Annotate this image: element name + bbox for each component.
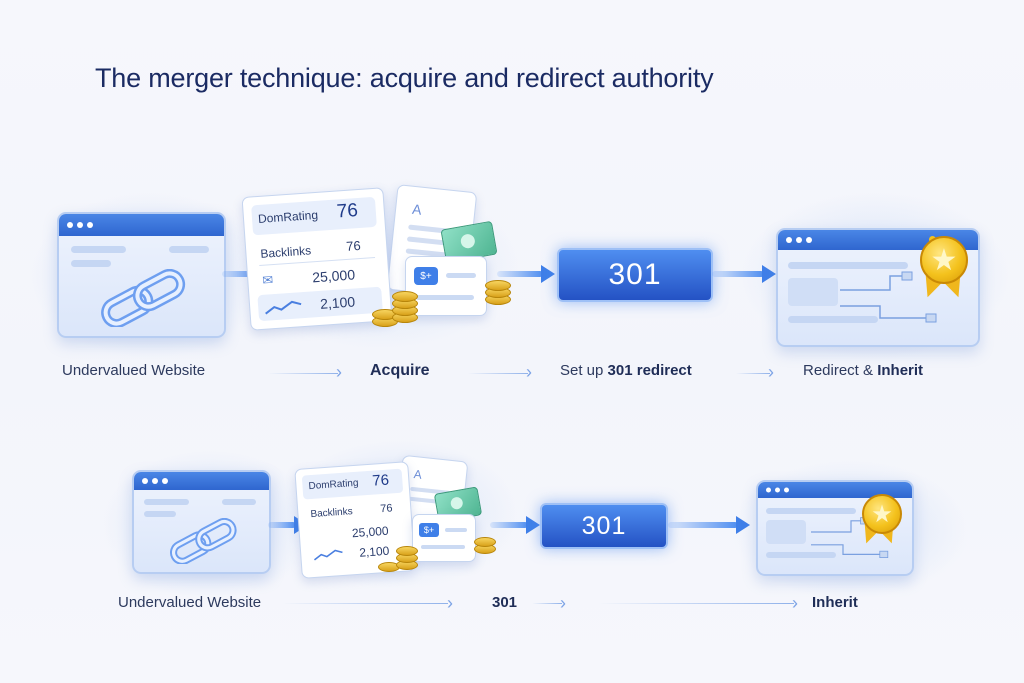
cash-badge: $+ [414, 267, 438, 285]
undervalued-website-browser [132, 470, 271, 574]
metric-value: 25,000 [312, 266, 356, 285]
connector-line [468, 373, 528, 374]
step-label-inherit: Inherit [812, 594, 858, 611]
chevron-right-icon: › [526, 363, 532, 381]
chevron-right-icon: › [560, 594, 566, 612]
cash-badge: $+ [419, 523, 439, 537]
trend-line-icon [313, 547, 344, 563]
step-label-acquire: Acquire [370, 362, 430, 380]
payment-card: $+ [412, 514, 476, 562]
merger-flow-detailed: A DomRating 76 Backlinks 76 ✉ 25,000 2,1… [0, 170, 1024, 390]
connector-line [268, 373, 338, 374]
page-title: The merger technique: acquire and redire… [95, 63, 935, 94]
connector-line [282, 603, 448, 604]
chevron-right-icon: › [768, 363, 774, 381]
metric-value: 2,100 [320, 293, 356, 311]
backlinks-label: Backlinks [310, 506, 353, 520]
trend-line-icon [264, 298, 303, 317]
chain-link-icon [94, 269, 194, 327]
step-label-undervalued-website: Undervalued Website [62, 362, 205, 379]
redirect-301-pill: 301 [540, 503, 668, 549]
redirect-301-pill: 301 [557, 248, 713, 302]
metric-value: 25,000 [351, 524, 389, 541]
domain-metrics-card: DomRating 76 Backlinks 76 ✉ 25,000 2,100 [241, 187, 392, 331]
mail-icon: ✉ [262, 272, 274, 289]
undervalued-website-browser [57, 212, 226, 338]
metric-value: 2,100 [359, 544, 390, 560]
payment-card: $+ [405, 256, 487, 316]
chevron-right-icon: › [792, 594, 798, 612]
domrating-value: 76 [336, 200, 359, 223]
step-label-undervalued-website: Undervalued Website [118, 594, 261, 611]
connector-line [532, 603, 562, 604]
domrating-value: 76 [372, 472, 390, 490]
step-label-301: 301 [492, 594, 517, 611]
connector-line [736, 373, 770, 374]
chevron-right-icon: › [336, 363, 342, 381]
backlinks-value: 76 [346, 238, 361, 254]
backlinks-label: Backlinks [260, 243, 312, 261]
step-label-setup-redirect: Set up 301 redirect [560, 362, 692, 379]
chevron-right-icon: › [447, 594, 453, 612]
connector-line [598, 603, 794, 604]
chain-link-icon [164, 518, 244, 564]
merger-flow-compact: A DomRating 76 Backlinks 76 25,000 2,100… [0, 440, 1024, 630]
step-label-redirect-inherit: Redirect & Inherit [803, 362, 923, 379]
backlinks-value: 76 [380, 502, 393, 515]
